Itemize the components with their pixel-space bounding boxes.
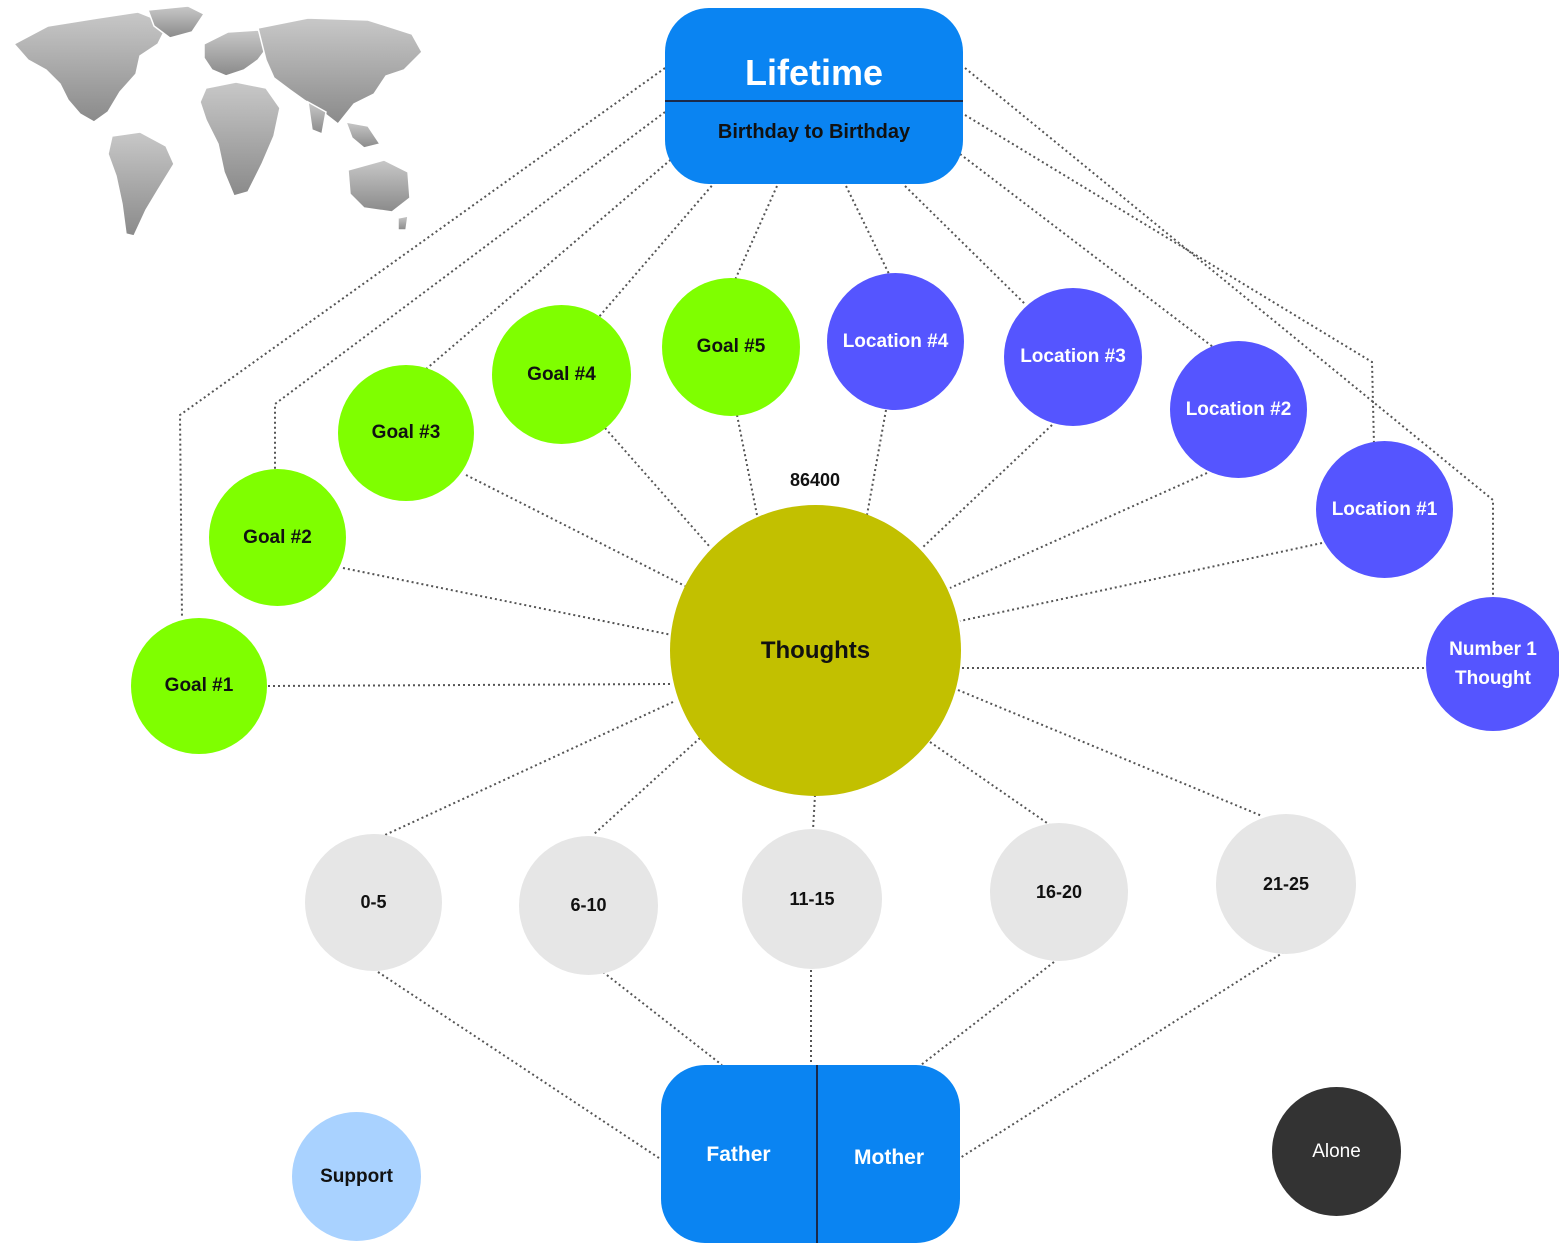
number-one-line-2: Thought bbox=[1455, 668, 1531, 689]
lifetime-divider bbox=[665, 100, 963, 102]
goal-label-2: Goal #2 bbox=[243, 526, 312, 548]
connector-thoughts-loc4 bbox=[866, 409, 887, 516]
support-label: Support bbox=[320, 1165, 393, 1187]
connector-age2-parents bbox=[602, 971, 723, 1066]
connector-lifetime-goal1 bbox=[178, 67, 666, 619]
connector-thoughts-loc1 bbox=[959, 542, 1323, 622]
goal-node-1: Goal #1 bbox=[131, 618, 267, 754]
lifetime-box: Lifetime Birthday to Birthday bbox=[665, 8, 963, 184]
thoughts-count: 86400 bbox=[789, 470, 841, 490]
alone-label: Alone bbox=[1312, 1140, 1361, 1162]
age-label-6-10: 6-10 bbox=[570, 895, 607, 915]
goal-node-5: Goal #5 bbox=[662, 278, 800, 416]
age-node-6-10: 6-10 bbox=[519, 836, 658, 975]
location-label-1: Location #1 bbox=[1331, 498, 1438, 520]
world-map-icon bbox=[12, 5, 423, 237]
connector-thoughts-goal5 bbox=[736, 414, 758, 516]
connector-lifetime-goal3 bbox=[424, 149, 683, 371]
age-node-16-20: 16-20 bbox=[990, 823, 1128, 961]
location-label-2: Location #2 bbox=[1185, 398, 1292, 420]
lifetime-title: Lifetime bbox=[744, 52, 884, 93]
location-label-4: Location #4 bbox=[842, 330, 949, 352]
location-node-3: Location #3 bbox=[1004, 288, 1142, 426]
connector-age1-parents bbox=[377, 971, 663, 1161]
age-node-0-5: 0-5 bbox=[305, 834, 442, 971]
connector-thoughts-age3 bbox=[812, 794, 816, 831]
connector-thoughts-goal1 bbox=[267, 683, 673, 687]
connector-thoughts-goal2 bbox=[342, 567, 673, 636]
thoughts-label: Thoughts bbox=[760, 636, 871, 664]
connector-age5-parents bbox=[959, 951, 1285, 1159]
goal-node-4: Goal #4 bbox=[492, 305, 631, 444]
goal-label-1: Goal #1 bbox=[164, 675, 234, 696]
age-label-11-15: 11-15 bbox=[789, 888, 835, 909]
connector-thoughts-age1 bbox=[384, 701, 674, 836]
mother-label: Mother bbox=[854, 1146, 924, 1169]
parents-divider bbox=[816, 1065, 818, 1243]
lifetime-subtitle: Birthday to Birthday bbox=[717, 121, 911, 143]
number-one-line-1: Number 1 bbox=[1449, 638, 1537, 660]
connector-age4-parents bbox=[920, 961, 1055, 1066]
number-one-thought-label: Number 1 Thought bbox=[1449, 635, 1537, 694]
location-node-1: Location #1 bbox=[1316, 441, 1453, 578]
parents-box: Father Mother bbox=[661, 1065, 960, 1243]
alone-node: Alone bbox=[1272, 1087, 1401, 1216]
age-node-21-25: 21-25 bbox=[1216, 814, 1356, 954]
goal-label-4: Goal #4 bbox=[527, 363, 596, 385]
connector-thoughts-goal3 bbox=[465, 474, 686, 587]
location-node-4: Location #4 bbox=[827, 273, 964, 410]
connector-lifetime-goal5 bbox=[734, 185, 778, 281]
number-one-thought-node: Number 1 Thought bbox=[1426, 597, 1559, 731]
location-label-3: Location #3 bbox=[1020, 346, 1126, 367]
support-node: Support bbox=[292, 1112, 421, 1241]
age-label-0-5: 0-5 bbox=[360, 892, 387, 912]
connector-lifetime-loc3 bbox=[904, 185, 1026, 305]
connector-lifetime-loc2 bbox=[959, 153, 1214, 348]
connector-thoughts-age2 bbox=[592, 737, 701, 836]
location-node-2: Location #2 bbox=[1170, 341, 1307, 478]
connector-lifetime-loc1 bbox=[964, 114, 1375, 446]
connector-thoughts-age4 bbox=[929, 741, 1051, 826]
connector-lifetime-loc4 bbox=[845, 185, 891, 277]
goal-node-3: Goal #3 bbox=[338, 365, 474, 501]
father-label: Father bbox=[706, 1143, 771, 1166]
goal-label-3: Goal #3 bbox=[371, 422, 441, 443]
connector-thoughts-age5 bbox=[957, 689, 1263, 817]
connector-lifetime-goal2 bbox=[274, 111, 666, 470]
age-label-16-20: 16-20 bbox=[1035, 881, 1083, 902]
thoughts-node: Thoughts bbox=[670, 505, 961, 796]
connector-thoughts-loc3 bbox=[921, 424, 1053, 549]
goal-node-2: Goal #2 bbox=[209, 469, 346, 606]
connector-thoughts-goal4 bbox=[604, 427, 711, 548]
goal-label-5: Goal #5 bbox=[696, 336, 766, 357]
age-label-21-25: 21-25 bbox=[1262, 873, 1310, 894]
connector-thoughts-loc2 bbox=[949, 472, 1208, 589]
age-node-11-15: 11-15 bbox=[742, 829, 882, 969]
